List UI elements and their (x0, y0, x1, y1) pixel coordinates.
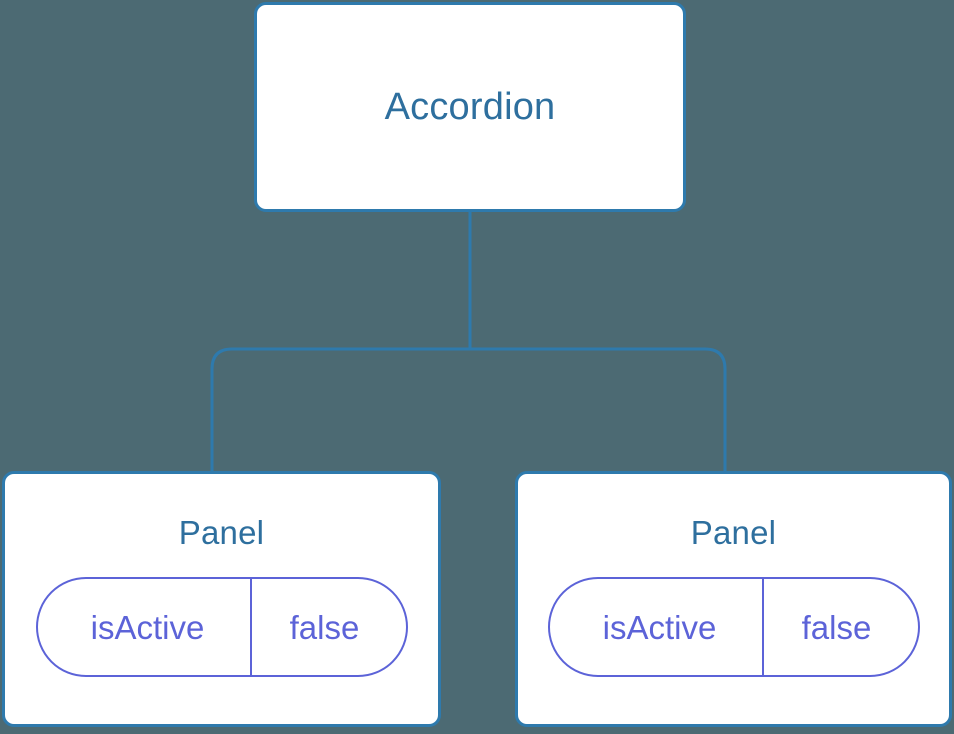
state-pill-panel-1[interactable]: isActive false (35, 577, 408, 677)
node-panel-1[interactable]: Panel isActive false (2, 471, 441, 727)
state-pill-value: false (801, 608, 872, 646)
node-accordion-title: Accordion (384, 86, 556, 128)
connector-edge-right (470, 347, 727, 473)
node-panel-2[interactable]: Panel isActive false (515, 471, 952, 727)
state-pill-key: isActive (550, 579, 764, 675)
node-panel-1-title: Panel (178, 514, 265, 551)
state-pill-value: false (289, 608, 360, 646)
node-panel-2-title: Panel (690, 514, 777, 551)
state-pill-panel-2[interactable]: isActive false (547, 577, 920, 677)
connector-edge-left (210, 347, 470, 473)
state-pill-key: isActive (38, 579, 252, 675)
node-accordion[interactable]: Accordion (254, 2, 686, 212)
